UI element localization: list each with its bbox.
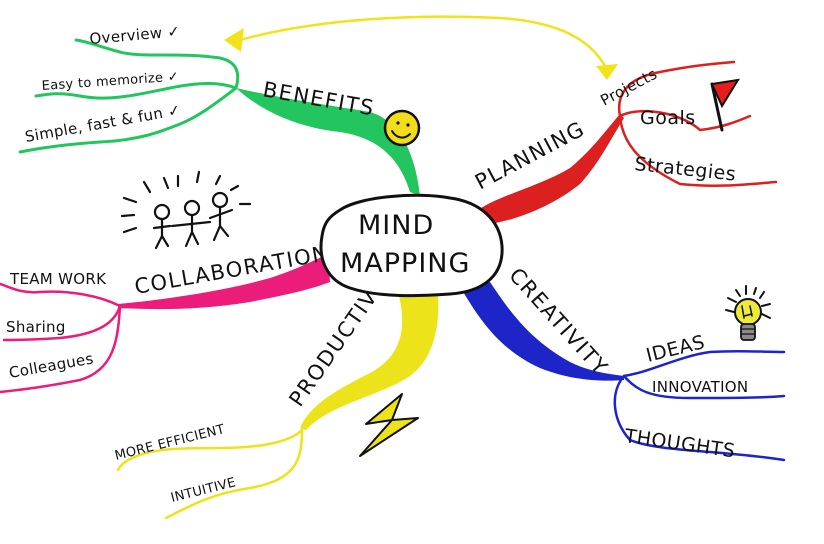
child-label-strategies: Strategies <box>633 153 737 186</box>
sub-branch-overview <box>74 38 240 90</box>
branch-benefits-trunk <box>236 88 420 196</box>
branch-planning-trunk <box>478 114 624 226</box>
sub-branch-goals <box>618 109 752 132</box>
sub-branch-projects <box>617 60 736 118</box>
branch-productivity-trunk <box>300 292 439 430</box>
center-label-line1: MIND <box>358 210 434 241</box>
child-label-colleagues: Colleagues <box>8 349 95 382</box>
lightning-icon <box>359 393 419 457</box>
sub-branch-simple <box>18 86 238 154</box>
smiley-icon <box>383 109 421 147</box>
central-node-cloud <box>319 193 504 298</box>
lightbulb-icon <box>725 285 771 341</box>
sub-branch-sharing <box>2 304 122 342</box>
sub-branch-ideas <box>622 349 786 378</box>
sub-branch-innovation <box>622 374 786 400</box>
branch-creativity: IDEAS INNOVATION THOUGHTS CREATIVITY <box>462 263 786 462</box>
sub-branch-more-efficient <box>116 428 304 472</box>
sub-branch-thoughts <box>613 374 786 462</box>
central-node[interactable]: MIND MAPPING <box>319 193 504 298</box>
branch-creativity-trunk <box>462 282 624 381</box>
sub-branch-teamwork <box>0 282 122 308</box>
child-label-simple: Simple, fast & fun ✓ <box>24 101 183 146</box>
sub-branch-easy <box>34 82 238 100</box>
child-label-more-efficient: MORE EFFICIENT <box>113 422 226 464</box>
stick-figures-icon <box>120 170 252 250</box>
sub-branch-colleagues <box>0 304 122 394</box>
branch-collaboration: TEAM WORK Sharing Colleagues COLLABORATI… <box>0 170 331 394</box>
child-label-overview: Overview ✓ <box>89 22 181 48</box>
child-label-sharing: Sharing <box>6 318 66 336</box>
flag-icon <box>710 78 740 132</box>
child-label-thoughts: THOUGHTS <box>622 425 736 462</box>
branch-benefits: Overview ✓ Easy to memorize ✓ Simple, fa… <box>18 22 421 196</box>
sub-branch-strategies <box>618 114 778 187</box>
connector-arrow <box>224 15 618 80</box>
arrow-icon <box>224 28 244 52</box>
child-label-innovation: INNOVATION <box>652 378 748 396</box>
branch-planning: Projects Goals Strategies PLANNING <box>471 60 778 226</box>
arrow-tail-icon <box>596 64 618 80</box>
branch-collaboration-trunk <box>118 254 330 310</box>
center-label-line2: MAPPING <box>340 248 470 279</box>
child-label-teamwork: TEAM WORK <box>9 270 107 288</box>
sub-branch-intuitive <box>164 428 304 520</box>
child-label-goals: Goals <box>640 107 696 129</box>
